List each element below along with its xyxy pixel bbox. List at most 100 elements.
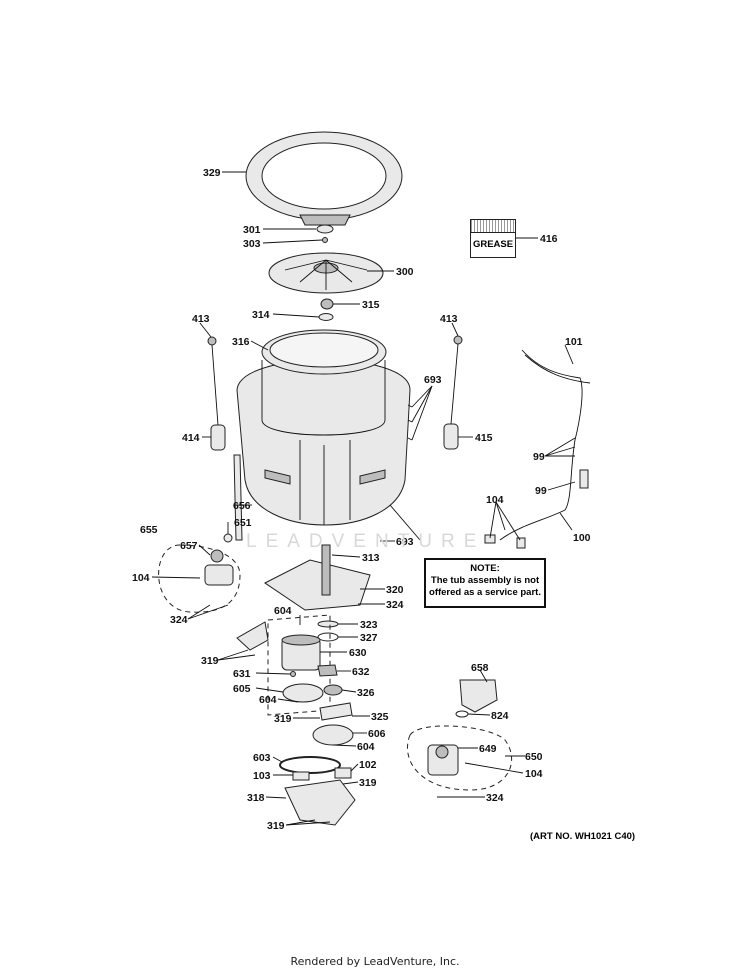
part-824-clamp: [455, 710, 469, 718]
part-415-suspension-rod: [443, 335, 463, 450]
callout-324-switch: 324: [170, 614, 188, 626]
callout-604-bottom: 604: [357, 741, 375, 753]
callout-99-lower: 99: [535, 485, 547, 497]
note-title: NOTE:: [470, 563, 500, 574]
part-630-motor: [281, 634, 321, 671]
callout-658: 658: [471, 662, 489, 674]
callout-327: 327: [360, 632, 378, 644]
callout-101: 101: [565, 336, 583, 348]
callout-413-right: 413: [440, 313, 458, 325]
callout-102: 102: [359, 759, 377, 771]
callout-319-base: 319: [267, 820, 285, 832]
callout-324-plate: 324: [386, 599, 404, 611]
part-649-drain-pump: [427, 744, 459, 776]
note-line-2: offered as a service part.: [429, 587, 541, 598]
part-327-ring: [317, 632, 339, 642]
part-315-nut: [320, 298, 334, 310]
part-314-washer: [318, 313, 334, 321]
callout-656: 656: [233, 500, 251, 512]
part-101-wire-harness: [484, 349, 591, 549]
callout-649: 649: [479, 743, 497, 755]
part-657-pressure-switch: [204, 549, 234, 586]
part-693-screws: [407, 404, 413, 441]
part-301-cap: [316, 224, 334, 234]
callout-104-switch: 104: [132, 572, 150, 584]
callout-301: 301: [243, 224, 261, 236]
callout-319-bracket: 319: [201, 655, 219, 667]
part-606-pulley: [312, 724, 354, 746]
part-103-clip: [292, 771, 310, 781]
callout-655: 655: [140, 524, 158, 536]
part-658-drain-hose: [459, 679, 498, 713]
note-line-1: The tub assembly is not: [430, 575, 540, 586]
part-320-mounting-plate: [264, 544, 371, 611]
part-325-bracket: [319, 702, 353, 721]
callout-824: 824: [491, 710, 509, 722]
callout-605: 605: [233, 683, 251, 695]
callout-316: 316: [232, 336, 250, 348]
callout-303: 303: [243, 238, 261, 250]
callout-414: 414: [182, 432, 200, 444]
callout-103: 103: [253, 770, 271, 782]
callout-326: 326: [357, 687, 375, 699]
callout-323: 323: [360, 619, 378, 631]
callout-657: 657: [180, 540, 198, 552]
callout-606: 606: [368, 728, 386, 740]
callout-413-left: 413: [192, 313, 210, 325]
callout-318: 318: [247, 792, 265, 804]
callout-319-clutch: 319: [274, 713, 292, 725]
callout-603: 603: [253, 752, 271, 764]
part-318-base-pan: [284, 779, 356, 826]
callout-325: 325: [371, 711, 389, 723]
grease-label: GREASE: [472, 239, 514, 250]
part-631-screw: [290, 671, 296, 677]
part-632-connector: [317, 664, 338, 677]
callout-104-harness: 104: [486, 494, 504, 506]
part-316-basket-tub: [236, 329, 411, 526]
part-319-bracket: [236, 621, 269, 651]
callout-693-top: 693: [424, 374, 442, 386]
callout-313: 313: [362, 552, 380, 564]
part-656-hose: [233, 454, 243, 541]
callout-651: 651: [234, 517, 252, 529]
callout-100: 100: [573, 532, 591, 544]
part-300-impeller: [268, 252, 384, 294]
leader-lines: [151, 171, 576, 826]
part-414-suspension-rod: [207, 336, 226, 451]
callout-630: 630: [349, 647, 367, 659]
callout-320: 320: [386, 584, 404, 596]
callout-300: 300: [396, 266, 414, 278]
part-102-clip: [334, 767, 352, 779]
part-603-belt: [279, 756, 341, 774]
callout-416: 416: [540, 233, 558, 245]
callout-315: 315: [362, 299, 380, 311]
callout-104-pump: 104: [525, 768, 543, 780]
part-329-tub-cover: [245, 131, 403, 226]
part-323-seal: [317, 620, 339, 628]
watermark: LEADVENTURE: [246, 531, 486, 552]
art-number: (ART NO. WH1021 C40): [530, 831, 636, 842]
callout-693-bottom: 693: [396, 536, 414, 548]
part-605-clutch: [282, 683, 324, 703]
callout-632: 632: [352, 666, 370, 678]
part-303-bolt: [322, 237, 328, 243]
callout-604-top: 604: [274, 605, 292, 617]
callout-99-upper: 99: [533, 451, 545, 463]
note-box: NOTE: The tub assembly is not offered as…: [424, 558, 546, 608]
grease-hatch: [471, 220, 515, 233]
group-650-outline: [407, 725, 513, 791]
grease-box: GREASE: [470, 219, 516, 258]
callout-415: 415: [475, 432, 493, 444]
footer-credit: Rendered by LeadVenture, Inc.: [290, 955, 460, 968]
callout-324-pump: 324: [486, 792, 504, 804]
callout-labels: 329 416 301 303 300 314 315 413 413 316 …: [132, 167, 591, 832]
callout-314: 314: [252, 309, 270, 321]
callout-319-pan: 319: [359, 777, 377, 789]
callout-329: 329: [203, 167, 221, 179]
callout-631: 631: [233, 668, 251, 680]
part-651-clamp: [223, 533, 233, 543]
callout-650: 650: [525, 751, 543, 763]
part-326-gear: [323, 684, 343, 696]
callout-604-middle: 604: [259, 694, 277, 706]
